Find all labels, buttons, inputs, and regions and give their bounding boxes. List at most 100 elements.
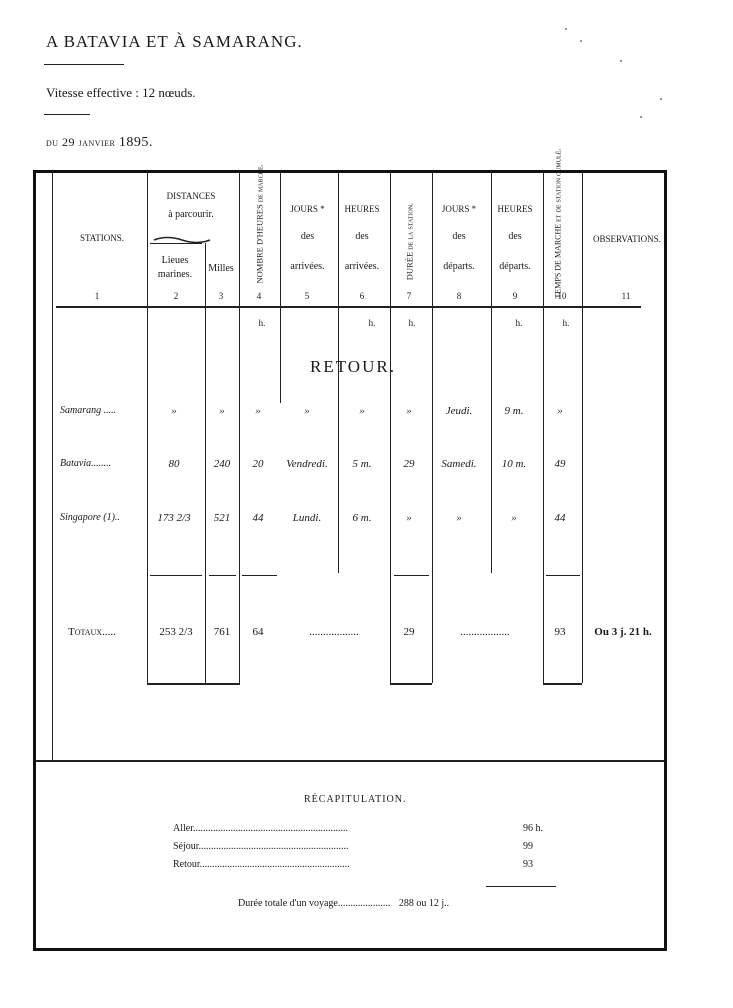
col-number: 6 — [359, 291, 365, 301]
table-frame — [33, 170, 667, 951]
page-title: A BATAVIA ET À SAMARANG. — [46, 32, 303, 51]
row-heure-arr: » — [359, 405, 365, 417]
row-cumul: 44 — [554, 512, 566, 524]
recap-label: Aller...................................… — [173, 823, 348, 834]
speed-note: Vitesse effective : 12 nœuds. — [46, 85, 196, 100]
row-jour-arr: Lundi. — [292, 512, 322, 524]
subtotal-rule — [209, 575, 236, 576]
col-number: 7 — [406, 291, 412, 301]
date-line: du 29 janvier 1895. — [46, 135, 153, 151]
title-rule — [44, 64, 124, 65]
print-speck — [640, 116, 642, 118]
unit-label: h. — [258, 318, 266, 328]
totals-milles: 761 — [213, 626, 231, 638]
col-header-distances-sub: à parcourir. — [168, 209, 214, 220]
col-number: 5 — [304, 291, 310, 301]
col-header-heures-arr-bot: arrivées. — [344, 261, 380, 272]
totals-dots: .................. — [460, 626, 510, 638]
row-heures: » — [255, 405, 261, 417]
col-header-jours-dep-top: JOURS * — [441, 204, 477, 214]
totals-duree: 29 — [403, 626, 415, 638]
col-header-jours-arr-mid: des — [300, 231, 315, 242]
row-lieues: » — [171, 405, 177, 417]
totals-heures: 64 — [252, 626, 264, 638]
date-year: 1895. — [118, 135, 153, 150]
row-duree: » — [406, 405, 412, 417]
col-header-nombre-heures: NOMBRE D'HEURES de marche. — [254, 164, 265, 284]
recap-sum-rule — [486, 886, 556, 887]
col-number: 9 — [512, 291, 518, 301]
col-header-milles: Milles — [208, 263, 234, 274]
recap-total: Durée totale d'un voyage................… — [238, 898, 449, 909]
col-header-jours-dep-bot: départs. — [443, 261, 475, 272]
header-rule — [56, 306, 641, 308]
row-heure-dep: 10 m. — [501, 458, 527, 470]
unit-label: h. — [408, 318, 416, 328]
recap-value: 96 h. — [523, 823, 543, 834]
unit-label: h. — [562, 318, 570, 328]
recap-value: 99 — [523, 841, 533, 852]
col-header-heures-dep-bot: départs. — [499, 261, 531, 272]
col-number: 11 — [621, 291, 631, 301]
col-line — [280, 173, 281, 403]
row-jour-dep: » — [456, 512, 462, 524]
row-heure-arr: 6 m. — [352, 512, 372, 524]
col-number: 2 — [173, 291, 179, 301]
decorative-swash — [153, 236, 211, 244]
col-header-heures-arr-mid: des — [355, 231, 369, 242]
unit-label: h. — [515, 318, 523, 328]
row-heure-dep: » — [511, 512, 517, 524]
row-cumul: 49 — [554, 458, 566, 470]
recap-title: RÉCAPITULATION. — [304, 794, 407, 805]
print-speck — [660, 98, 662, 100]
col-line — [147, 173, 148, 683]
row-jour-arr: » — [304, 405, 310, 417]
col-header-jours-arr-bot: arrivées. — [290, 261, 325, 272]
row-lieues: 173 2/3 — [157, 512, 191, 524]
col-header-temps-marche: TEMPS DE MARCHE et de station cumulé. — [553, 148, 563, 299]
recap-label: Retour..................................… — [173, 859, 350, 870]
subtotal-rule — [394, 575, 429, 576]
col-header-jours-arr-top: JOURS * — [290, 204, 325, 214]
row-jour-dep: Samedi. — [441, 458, 477, 470]
recap-label: Séjour..................................… — [173, 841, 349, 852]
col-line — [239, 173, 240, 683]
col-number: 8 — [456, 291, 462, 301]
totals-dots: .................. — [309, 626, 359, 638]
col-line — [205, 243, 206, 683]
col-header-stations: STATIONS. — [79, 233, 125, 243]
row-station: Samarang ..... — [60, 405, 117, 416]
row-heures: 44 — [252, 512, 264, 524]
totals-label: Totaux..... — [68, 626, 116, 638]
row-heures: 20 — [252, 458, 264, 470]
subtotal-rule — [546, 575, 580, 576]
recap-divider — [36, 760, 664, 762]
col-number: 3 — [218, 291, 224, 301]
row-station: Batavia........ — [60, 458, 112, 469]
section-title: RETOUR. — [310, 357, 396, 376]
print-speck — [565, 28, 567, 30]
col-line — [491, 173, 492, 573]
col-number: 10 — [557, 291, 567, 301]
col-header-heures-dep-mid: des — [508, 231, 522, 242]
table-bottom-rule — [147, 683, 240, 685]
row-jour-arr: Vendredi. — [286, 458, 328, 470]
recap-total-value: 288 ou 12 j.. — [398, 898, 450, 909]
col-line — [390, 173, 391, 683]
row-milles: 521 — [213, 512, 231, 524]
row-lieues: 80 — [168, 458, 180, 470]
date-prefix: du 29 janvier — [46, 135, 116, 149]
col-header-observations: OBSERVATIONS. — [593, 234, 661, 244]
row-duree: 29 — [403, 458, 415, 470]
print-speck — [620, 60, 622, 62]
col-header-lieues: Lieues marines. — [157, 255, 193, 280]
col-line — [52, 173, 53, 760]
col-header-duree: DURÉE de la station. — [404, 202, 415, 281]
col-number: 4 — [256, 291, 262, 301]
row-station: Singapore (1).. — [60, 512, 120, 523]
row-heure-dep: 9 m. — [504, 405, 524, 417]
speed-rule — [44, 114, 90, 115]
col-header-distances: DISTANCES — [166, 191, 216, 201]
row-milles: 240 — [213, 458, 231, 470]
col-line — [582, 173, 583, 683]
